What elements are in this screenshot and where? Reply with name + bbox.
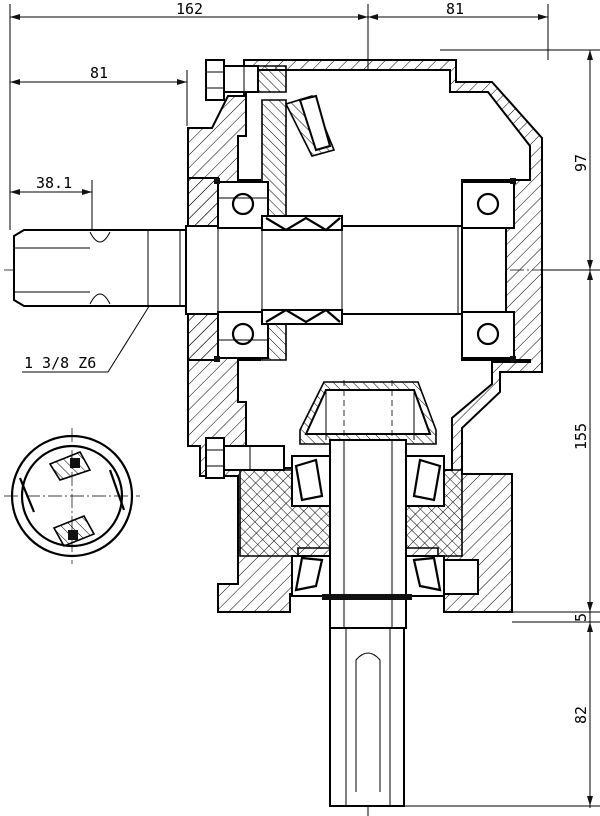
dim-38-1: 38.1 [36,174,72,192]
top-bolt [205,59,287,101]
output-shaft [329,439,407,807]
dim-155: 155 [572,423,590,450]
dim-162: 162 [176,0,203,18]
side-bolt [205,437,285,479]
left-input-bearing [214,178,269,362]
dim-82: 82 [572,706,590,724]
lower-output-bearing [291,555,445,600]
dim-97: 97 [572,154,590,172]
right-input-bearing [461,178,516,362]
dim-5: 5 [572,613,590,622]
input-shaft [13,225,477,315]
label-spline-spec: 1 3/8 Z6 [24,354,96,372]
upper-bevel-gear [284,94,336,157]
dim-81-shaft: 81 [90,64,108,82]
dim-81-top: 81 [446,0,464,18]
input-seal-rings [261,215,343,325]
upper-output-bearing [291,455,445,507]
spline-section-view [4,428,140,564]
lower-bevel-gear [299,380,437,564]
